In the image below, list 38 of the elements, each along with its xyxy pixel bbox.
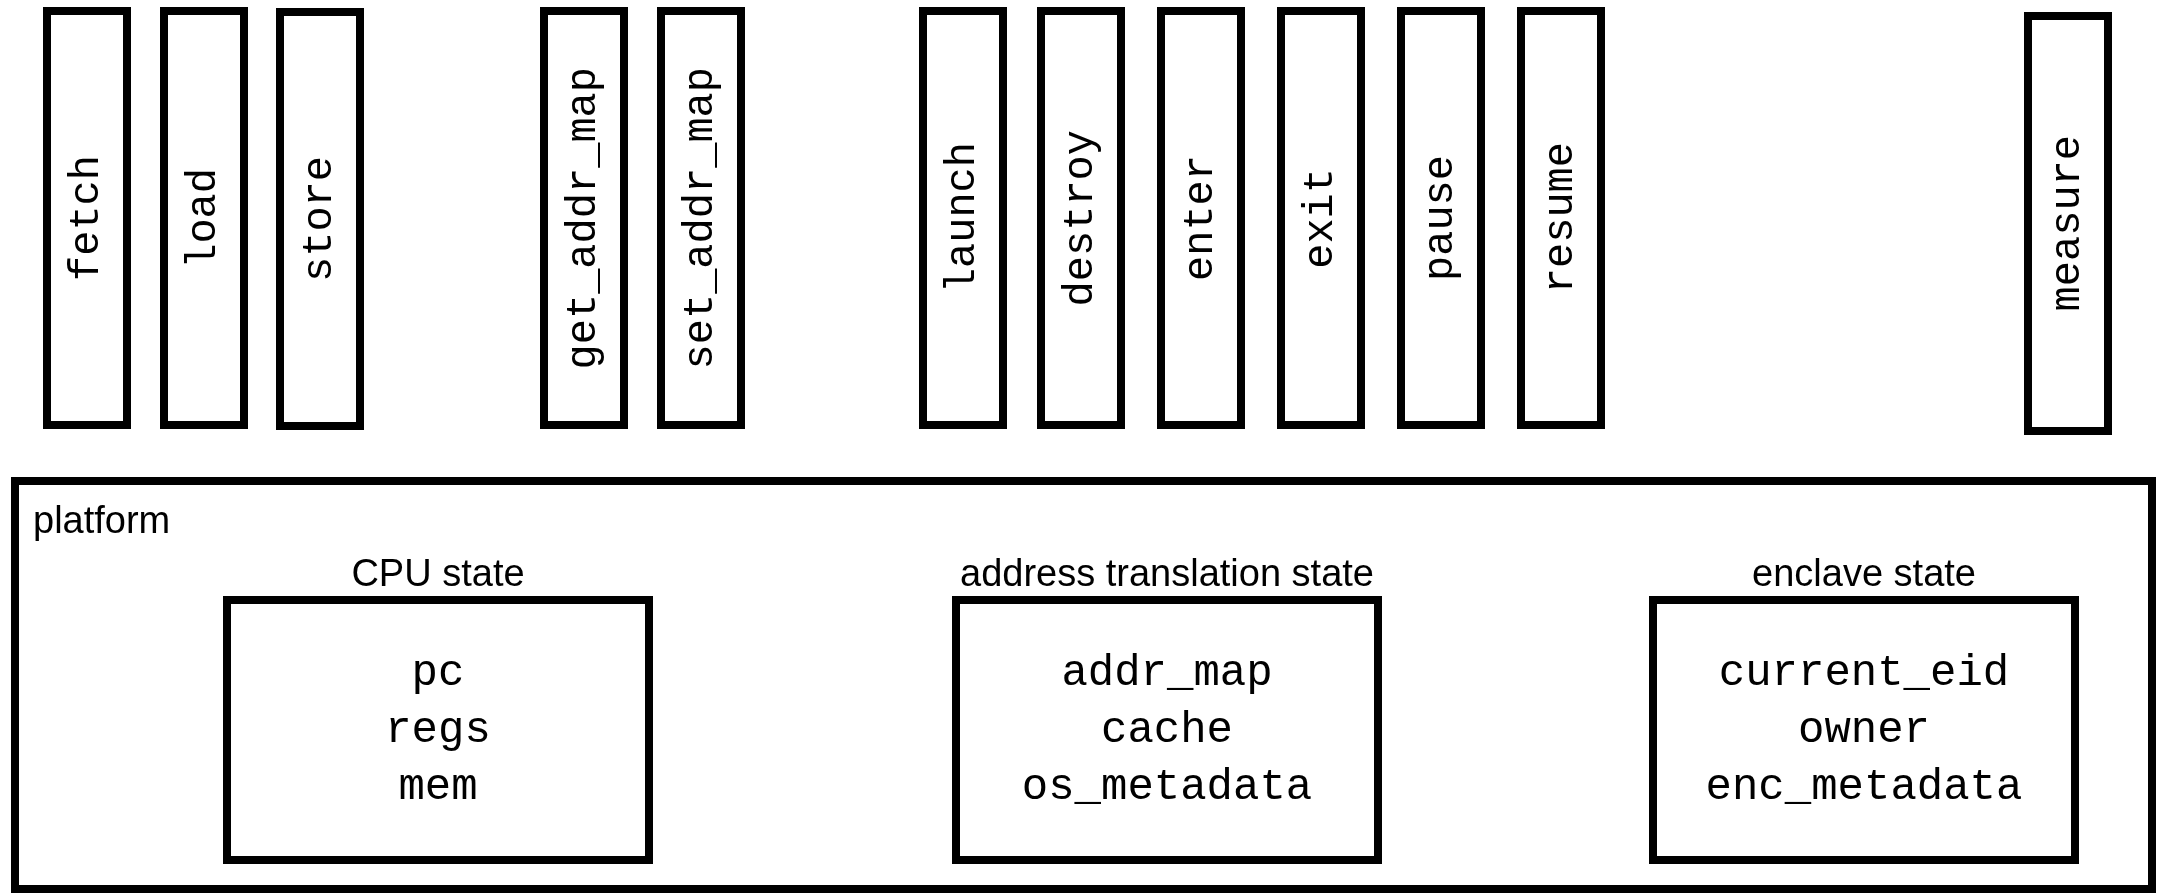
operation-name: pause: [1420, 155, 1462, 281]
operation-name: get_addr_map: [563, 66, 605, 370]
operation-name: exit: [1300, 167, 1342, 269]
operation-name: destroy: [1060, 129, 1102, 307]
operation-box: [1157, 7, 1245, 429]
state-heading: CPU state: [351, 554, 525, 592]
operation-box: [540, 7, 628, 429]
state-variable: mem: [398, 760, 478, 814]
operation-box: [1037, 7, 1125, 429]
operation-name: resume: [1540, 142, 1582, 294]
state-heading: address translation state: [960, 554, 1374, 592]
operation-name: fetch: [66, 155, 108, 281]
operation-box: [276, 8, 364, 430]
operation-name: measure: [2047, 135, 2089, 312]
operation-name: store: [299, 156, 341, 282]
operation-box: [1517, 7, 1605, 429]
operation-name: load: [183, 167, 225, 269]
state-variable: pc: [411, 646, 465, 700]
operation-box: [1397, 7, 1485, 429]
operation-box: [919, 7, 1007, 429]
panel-title: platform: [33, 501, 171, 539]
state-variable: regs: [385, 703, 491, 757]
state-variable: owner: [1798, 703, 1930, 757]
operation-name: launch: [942, 142, 984, 294]
operation-box: [43, 7, 131, 429]
state-variable: enc_metadata: [1705, 760, 2023, 814]
state-variable: cache: [1101, 703, 1233, 757]
operation-name: enter: [1180, 155, 1222, 281]
platform-panel: [11, 477, 2156, 893]
state-variable: addr_map: [1061, 646, 1273, 700]
state-variable: current_eid: [1718, 646, 2010, 700]
operation-box: [1277, 7, 1365, 429]
operation-name: set_addr_map: [680, 66, 722, 370]
operation-box: [160, 7, 248, 429]
state-heading: enclave state: [1752, 554, 1976, 592]
operation-box: [2024, 12, 2112, 435]
state-variable: os_metadata: [1021, 760, 1313, 814]
operation-box: [657, 7, 745, 429]
